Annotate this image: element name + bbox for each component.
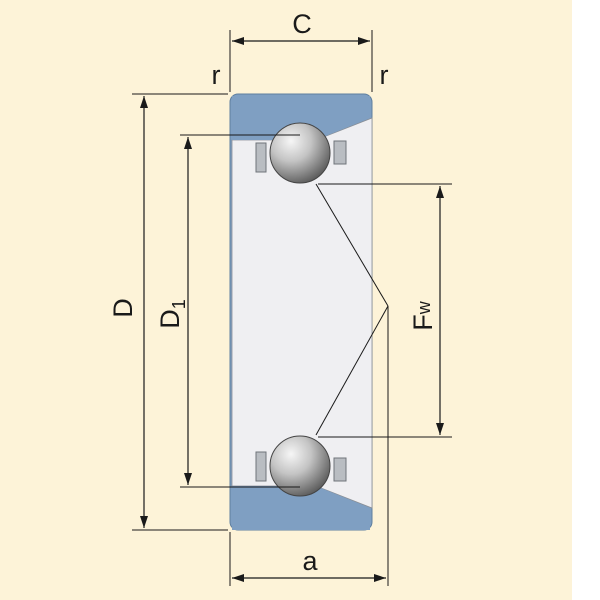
dimension-labels: C r r D D1 Fw a [108,9,438,576]
cage-bottom-right [333,457,347,482]
label-raceway-sub: w [414,300,434,315]
bearing-cross-section [229,93,389,531]
label-width: C [292,9,312,39]
label-raceway-main: F [408,314,438,331]
label-outer-diameter: D [108,298,138,318]
outer-ring-top [232,96,370,140]
ball-bottom [269,435,331,497]
cage-top-left [255,142,267,173]
ball-top [269,122,331,184]
label-inner-diameter: D1 [155,299,189,329]
dimension-lines [140,37,444,582]
label-raceway: Fw [408,300,438,331]
extension-lines [132,30,452,586]
cage-top-right [333,140,347,165]
label-radius-left: r [212,60,221,90]
label-load-center: a [302,546,318,576]
contact-line-top [315,183,389,307]
outer-ring-bottom [232,486,370,530]
label-inner-diameter-sub: 1 [169,299,189,309]
contact-line-bottom [315,305,389,436]
cage-bottom-left [255,451,267,482]
label-inner-diameter-main: D [155,309,185,329]
label-radius-right: r [380,60,389,90]
